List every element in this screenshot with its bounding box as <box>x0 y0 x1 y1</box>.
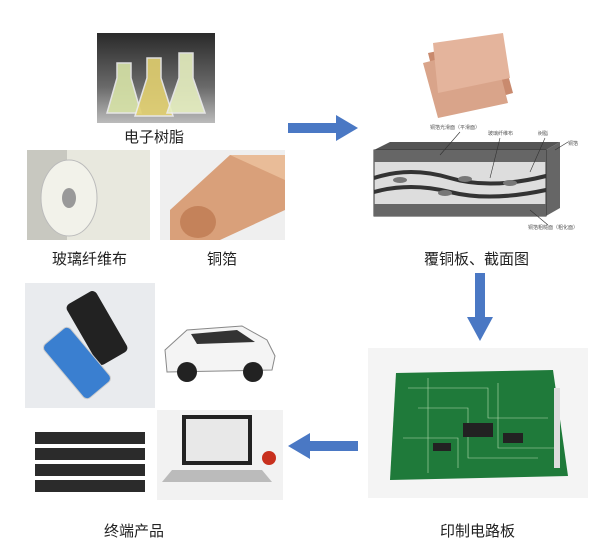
smooth-side-label: 铜箔光滑面（平滑面） <box>430 125 481 131</box>
arrow-left-icon <box>288 433 358 459</box>
copper-clad-sheets-image <box>418 33 518 118</box>
resin-beakers-image <box>97 33 215 123</box>
copper-foil-label: 铜箔 <box>207 250 238 268</box>
resin-layer-label: 树脂 <box>538 131 549 137</box>
glass-fiber-label: 玻璃纤维布 <box>52 250 128 268</box>
arrow-down-icon <box>467 273 493 341</box>
ccl-label: 覆铜板、截面图 <box>424 250 530 268</box>
smartphones-image <box>25 283 155 408</box>
pcb-image <box>368 348 588 498</box>
foil-label: 铜箔 <box>568 141 579 147</box>
ccl-cross-section-image: 铜箔光滑面（平滑面） 玻璃纤维布 树脂 铜箔 铜箔粗糙面（粗化面） <box>370 120 602 232</box>
glass-fiber-roll-image <box>27 150 150 240</box>
fiber-label: 玻璃纤维布 <box>488 131 514 137</box>
arrow-right-icon <box>288 115 358 141</box>
resin-label: 电子树脂 <box>124 128 185 146</box>
suv-car-image <box>157 290 283 405</box>
servers-image <box>25 410 155 500</box>
laptop-image <box>157 410 283 500</box>
rough-side-label: 铜箔粗糙面（粗化面） <box>528 225 579 231</box>
pcb-label: 印制电路板 <box>440 522 516 540</box>
copper-foil-image <box>160 150 285 240</box>
products-label: 终端产品 <box>104 522 165 540</box>
